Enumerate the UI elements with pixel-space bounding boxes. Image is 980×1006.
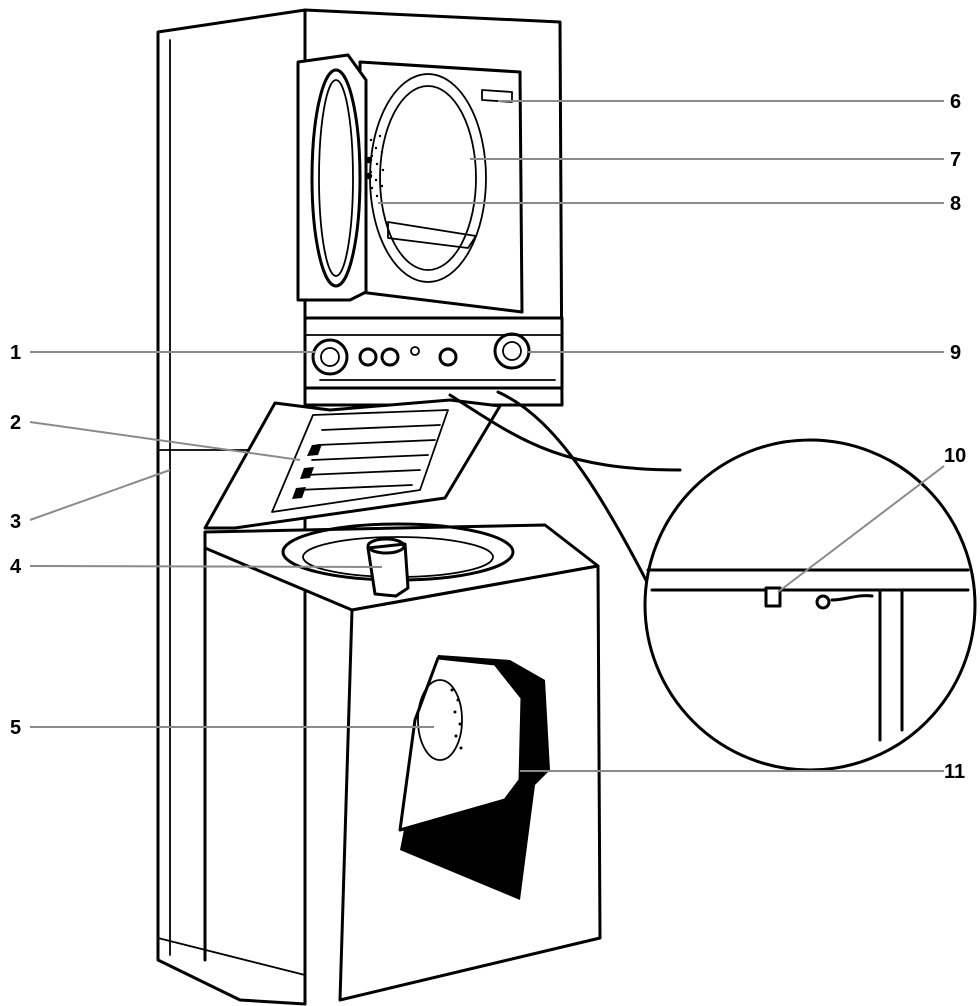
washer-cutaway (398, 655, 550, 900)
control-panel (303, 316, 564, 390)
callout-1: 1 (10, 342, 21, 364)
callout-7: 7 (950, 149, 961, 171)
dryer (296, 53, 524, 314)
callout-6: 6 (950, 91, 961, 113)
callout-11: 11 (944, 761, 965, 783)
callout-4: 4 (10, 556, 22, 578)
callout-10: 10 (944, 445, 966, 467)
callout-3: 3 (10, 511, 21, 533)
callout-5: 5 (10, 717, 21, 739)
leader-lines (29, 100, 945, 772)
callout-8: 8 (950, 193, 961, 215)
callout-labels: 1 2 3 4 5 6 7 8 9 10 11 (10, 91, 966, 783)
inset-magnifier (448, 390, 977, 772)
callout-2: 2 (10, 412, 21, 434)
callout-9: 9 (950, 342, 961, 364)
